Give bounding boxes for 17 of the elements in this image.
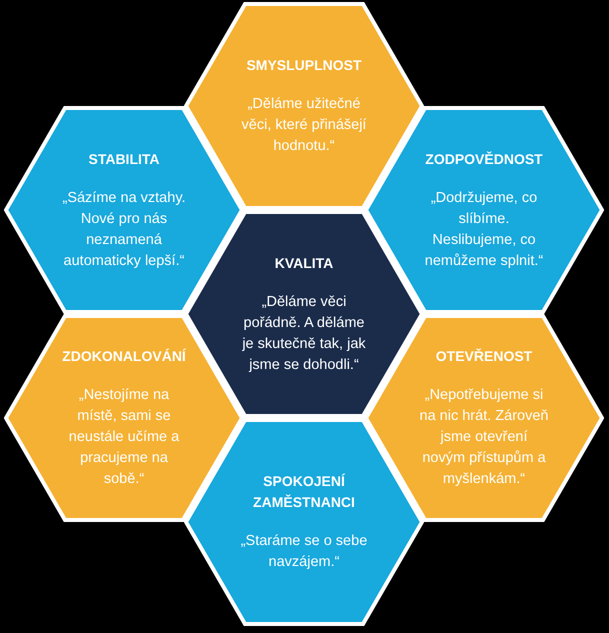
value-heading: ZDOKONALOVÁNÍ [62, 347, 186, 366]
value-heading: KVALITA [274, 254, 334, 272]
value-quote: „Nepotřebujeme si na nic hrát. Zároveň jsme otevření novým přístupům a myšlenkám.“ [419, 386, 549, 489]
value-heading: ZODPOVĚDNOST [425, 150, 543, 168]
value-heading: SMYSLUPLNOST [246, 56, 362, 75]
value-quote: „Děláme věci pořádně. A děláme je skutečně tak, jak jsme se dohodli.“ [241, 292, 367, 374]
value-quote: „Dodržujeme, co slíbíme. Neslibujeme, co nemůžeme splnit.“ [424, 188, 544, 270]
value-heading: SPOKOJENÍ ZAMĚSTNANCI [252, 472, 356, 512]
value-quote: „Nestojíme na místě, sami se neustále učíme a pracujeme na sobě.“ [68, 386, 180, 489]
value-hexagon [364, 314, 604, 522]
value-hexagon [184, 2, 424, 210]
value-quote: „Děláme užitečné věci, které přinášejí hodnotu.“ [240, 95, 368, 156]
value-hexagon [4, 314, 244, 522]
value-quote: „Staráme se o sebe navzájem.“ [240, 532, 368, 572]
value-heading: STABILITA [88, 150, 160, 168]
value-quote: „Sázíme na vztahy. Nové pro nás neznamená automaticky lepší.“ [61, 188, 187, 270]
value-heading: OTEVŘENOST [436, 347, 532, 366]
